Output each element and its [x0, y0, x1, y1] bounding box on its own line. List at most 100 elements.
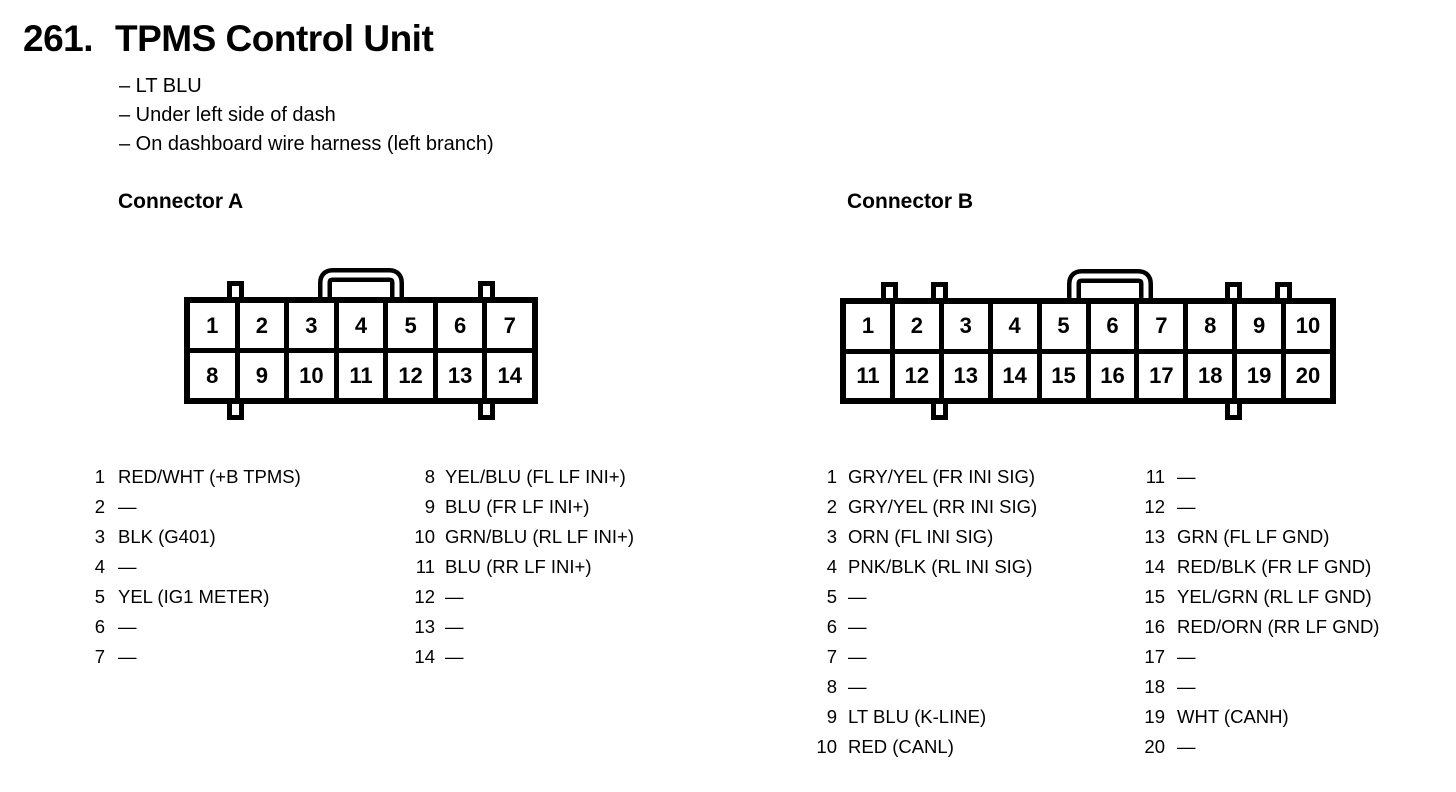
pin-cell: 19	[1237, 353, 1282, 398]
mount-tab-icon	[227, 281, 244, 297]
pin-cell: 2	[239, 303, 285, 348]
mount-tab-icon	[478, 404, 495, 420]
pin-cell: 11	[338, 353, 384, 398]
pin-cell: 14	[992, 353, 1037, 398]
pin-description: GRN/BLU (RL LF INI+)	[445, 526, 634, 547]
pin-row: 11 BLU (RR LF INI+)	[390, 552, 634, 582]
pin-number: 8	[424, 466, 435, 487]
pin-cell: 15	[1041, 353, 1086, 398]
mount-tab-icon	[478, 281, 495, 297]
pin-description: BLK (G401)	[118, 526, 216, 547]
pin-number: 1	[94, 466, 105, 487]
latch-clip-icon	[318, 268, 404, 297]
pin-row: 6—	[792, 612, 1037, 642]
mount-tab-icon	[931, 404, 948, 420]
pin-cell: 3	[289, 303, 334, 348]
pin-description: GRY/YEL (FR INI SIG)	[848, 466, 1036, 487]
pin-description: —	[848, 586, 867, 607]
pin-cell: 13	[943, 353, 988, 398]
pin-row: 7—	[60, 642, 301, 672]
pin-row: 14 —	[390, 642, 634, 672]
pin-number: 10	[414, 526, 435, 547]
pin-description: RED/ORN (RR LF GND)	[1177, 616, 1380, 637]
pin-number: 3	[826, 526, 837, 547]
pin-row: 5—	[792, 582, 1037, 612]
pin-number: 8	[826, 676, 837, 697]
pin-description: —	[118, 616, 137, 637]
pin-row: 10 GRN/BLU (RL LF INI+)	[390, 522, 634, 552]
pin-row: 12—	[390, 582, 634, 612]
pin-row: 1 RED/WHT (+B TPMS)	[60, 462, 301, 492]
pin-number: 9	[826, 706, 837, 727]
pin-cell: 10	[1286, 304, 1330, 349]
pin-cell: 11	[846, 353, 890, 398]
pin-description: —	[118, 646, 137, 667]
pin-description: WHT (CANH)	[1177, 706, 1289, 727]
pin-cell: 18	[1188, 353, 1233, 398]
connector-b-pin-list-left: 1 GRY/YEL (FR INI SIG) 2 GRY/YEL (RR INI SI…	[792, 462, 1037, 762]
mount-tab-icon	[931, 282, 948, 298]
pin-number: 20	[1144, 736, 1165, 757]
pin-description: —	[848, 646, 867, 667]
pin-number: 12	[1144, 496, 1165, 517]
pin-number: 2	[94, 496, 105, 517]
pin-number: 5	[94, 586, 105, 607]
pin-number: 7	[94, 646, 105, 667]
pin-cell: 8	[190, 353, 235, 398]
pin-description: GRY/YEL (RR INI SIG)	[848, 496, 1038, 517]
pin-row: 2 GRY/YEL (RR INI SIG)	[792, 492, 1037, 522]
note-item: – LT BLU	[119, 75, 202, 97]
mount-tab-icon	[881, 282, 898, 298]
pin-description: BLU (RR LF INI+)	[445, 556, 592, 577]
pin-description: LT BLU (K-LINE)	[848, 706, 987, 727]
pin-cell: 1	[846, 304, 890, 349]
pin-number: 18	[1144, 676, 1165, 697]
pin-number: 6	[94, 616, 105, 637]
pin-row: 13 GRN (FL LF GND)	[1120, 522, 1379, 552]
pin-description: YEL/GRN (RL LF GND)	[1177, 586, 1372, 607]
location-notes: – LT BLU– Under left side of dash– On da…	[119, 72, 494, 159]
pin-description: GRN (FL LF GND)	[1177, 526, 1330, 547]
pin-cell: 5	[388, 303, 433, 348]
pin-cell: 2	[894, 304, 939, 349]
pin-description: —	[445, 646, 464, 667]
pin-description: RED/WHT (+B TPMS)	[118, 466, 301, 487]
pin-cell: 4	[338, 303, 384, 348]
connector-b-label: Connector B	[847, 190, 973, 213]
pin-number: 4	[94, 556, 105, 577]
pin-row: 6—	[60, 612, 301, 642]
mount-tab-icon	[1275, 282, 1292, 298]
pin-description: —	[1177, 466, 1196, 487]
pin-number: 13	[1144, 526, 1165, 547]
pin-number: 19	[1144, 706, 1165, 727]
pin-cell: 17	[1139, 353, 1184, 398]
latch-clip-icon	[1067, 269, 1153, 298]
note-item: – Under left side of dash	[119, 104, 336, 126]
pin-row: 12—	[1120, 492, 1379, 522]
pin-description: BLU (FR LF INI+)	[445, 496, 590, 517]
pin-cell: 20	[1286, 353, 1330, 398]
pin-cell: 12	[894, 353, 939, 398]
pin-number: 10	[816, 736, 837, 757]
pin-number: 11	[415, 556, 435, 577]
pin-number: 5	[826, 586, 837, 607]
pin-cell: 9	[1237, 304, 1282, 349]
pin-number: 14	[414, 646, 435, 667]
pin-row: 20—	[1120, 732, 1379, 762]
pin-row: 17—	[1120, 642, 1379, 672]
pin-row: 13—	[390, 612, 634, 642]
pin-description: —	[445, 586, 464, 607]
pin-number: 17	[1144, 646, 1165, 667]
pin-row: 19 WHT (CANH)	[1120, 702, 1379, 732]
pin-number: 2	[826, 496, 837, 517]
pin-row: 9 LT BLU (K-LINE)	[792, 702, 1037, 732]
pin-cell: 3	[943, 304, 988, 349]
pin-number: 1	[826, 466, 837, 487]
pin-number: 14	[1144, 556, 1165, 577]
